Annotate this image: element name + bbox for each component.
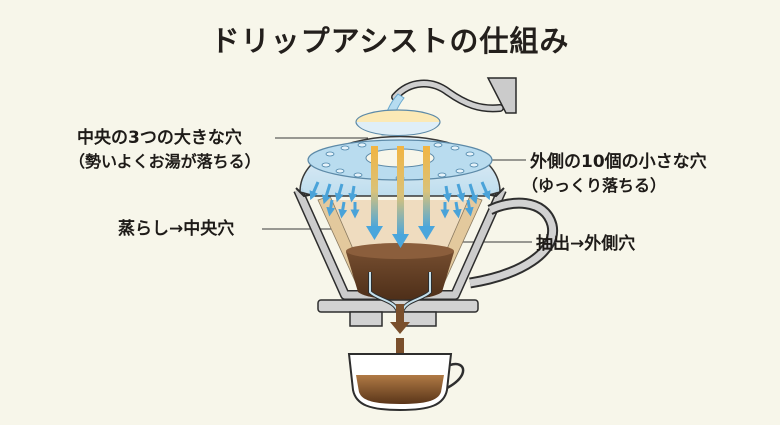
label-outer-holes: 外側の10個の小さな穴 （ゆっくり落ちる） [522, 150, 707, 198]
outer-holes-sub: （ゆっくり落ちる） [522, 176, 667, 195]
label-bloom: 蒸らし→中央穴 [118, 219, 235, 239]
outer-holes-main: 外側の10個の小さな穴 [530, 152, 707, 172]
center-holes-sub: （勢いよくお湯が落ちる） [69, 152, 261, 171]
center-holes-main: 中央の3つの大きな穴 [77, 128, 242, 148]
center-stream-arrows [366, 146, 435, 248]
outer-drip-arrows [309, 181, 491, 219]
coffee-cup-icon [347, 353, 465, 412]
page-title: ドリップアシストの仕組み [210, 24, 570, 58]
label-extraction: 抽出→外側穴 [536, 234, 636, 254]
label-center-holes: 中央の3つの大きな穴 （勢いよくお湯が落ちる） [69, 126, 261, 174]
